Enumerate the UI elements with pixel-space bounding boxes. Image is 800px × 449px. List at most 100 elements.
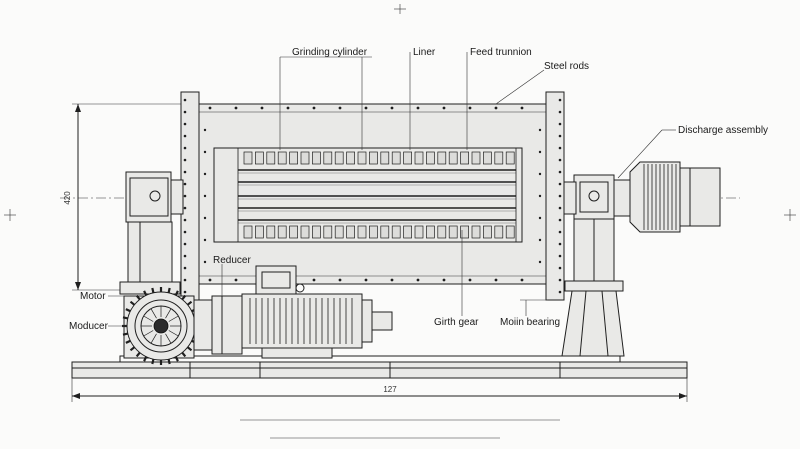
shell-bolt xyxy=(203,150,207,154)
liner-plate xyxy=(255,151,264,165)
left-flange xyxy=(180,91,200,301)
liner-plate xyxy=(277,151,287,165)
flange-bolt xyxy=(183,98,187,102)
gear-tooth xyxy=(129,346,136,352)
label-steel-rods: Steel rods xyxy=(544,61,589,72)
gear-spoke xyxy=(165,308,172,319)
base-frame xyxy=(71,355,688,379)
flange-bolt xyxy=(558,206,562,210)
shell-bolt xyxy=(390,278,394,282)
flange-bolt xyxy=(558,230,562,234)
label-grinding-cylinder: Grinding cylinder xyxy=(292,47,368,58)
liner-plate xyxy=(357,151,367,165)
liner-plate xyxy=(414,225,424,239)
flange-bolt xyxy=(183,206,187,210)
shell-bolt xyxy=(538,194,542,198)
width-dimension-value: 127 xyxy=(383,385,397,394)
reducer xyxy=(122,287,243,365)
liner-plate xyxy=(460,225,469,239)
flange-bolt xyxy=(183,266,187,270)
liner-plate xyxy=(243,151,253,165)
liner-plate xyxy=(505,151,515,165)
shell-bolt xyxy=(312,278,316,282)
gear-tooth xyxy=(151,287,155,294)
shell-bolt xyxy=(364,106,368,110)
gear-tooth xyxy=(143,356,148,362)
gear-spoke xyxy=(150,333,157,344)
label-main-bearing: Moiin bearing xyxy=(500,317,560,328)
flange-bolt xyxy=(183,278,187,282)
shell-bolt xyxy=(260,106,264,110)
label-girth-gear: Girth gear xyxy=(434,317,479,328)
label-feed-trunnion: Feed trunnion xyxy=(470,47,532,58)
shell-bolt xyxy=(442,106,446,110)
label-moducer: Moducer xyxy=(69,321,109,332)
liner-plate xyxy=(346,151,355,165)
liner-plate xyxy=(334,225,344,239)
gear-spoke xyxy=(143,315,154,322)
gear-tooth xyxy=(174,290,179,296)
liner-plate xyxy=(300,225,310,239)
liner-plate xyxy=(312,151,321,165)
gear-tooth xyxy=(122,332,129,336)
gear-spoke xyxy=(168,330,179,337)
shell-bolt xyxy=(494,278,498,282)
shell-bolt xyxy=(203,260,207,264)
liner-plate xyxy=(277,225,287,239)
liner-plate xyxy=(403,151,412,165)
motor xyxy=(241,265,393,359)
liner-plate xyxy=(426,151,435,165)
label-reducer: Reducer xyxy=(213,255,251,266)
flange-bolt xyxy=(183,254,187,258)
liner-plate xyxy=(414,151,424,165)
shell-bolt xyxy=(312,106,316,110)
shell-bolt xyxy=(538,128,542,132)
liner-plate xyxy=(266,151,276,165)
liner-plate xyxy=(380,151,390,165)
flange-bolt xyxy=(558,218,562,222)
width-dimension: 127 xyxy=(71,378,688,439)
liner-plate xyxy=(346,225,355,239)
flange-bolt xyxy=(183,290,187,294)
label-liner: Liner xyxy=(413,47,436,58)
shell-bolt xyxy=(520,278,524,282)
shell-bolt xyxy=(203,216,207,220)
shell-bolt xyxy=(538,150,542,154)
liner-plate xyxy=(243,225,253,239)
liner-plate xyxy=(437,225,447,239)
liner-plate xyxy=(391,151,401,165)
flange-bolt xyxy=(558,98,562,102)
gear-tooth xyxy=(125,308,131,313)
flange-bolt xyxy=(558,290,562,294)
flange-bolt xyxy=(558,182,562,186)
gear-tooth xyxy=(181,351,187,358)
main-bearing xyxy=(561,174,625,357)
liner-plate xyxy=(289,225,298,239)
gear-tooth xyxy=(186,346,193,352)
liner-plate xyxy=(369,225,378,239)
liner-plate xyxy=(334,151,344,165)
flange-bolt xyxy=(183,134,187,138)
label-motor: Motor xyxy=(80,291,106,302)
flange-bolt xyxy=(558,146,562,150)
shell-bolt xyxy=(520,106,524,110)
discharge-assembly xyxy=(613,161,721,233)
shell-bolt xyxy=(338,106,342,110)
flange-bolt xyxy=(558,266,562,270)
liner-plate xyxy=(369,151,378,165)
shell-bolt xyxy=(442,278,446,282)
shell-bolt xyxy=(538,172,542,176)
shell-bolt xyxy=(364,278,368,282)
feed-trunnion-bearing xyxy=(119,171,184,295)
shell-bolt xyxy=(338,278,342,282)
flange-bolt xyxy=(558,242,562,246)
shell-bolt xyxy=(468,106,472,110)
liner-plate xyxy=(448,151,458,165)
height-dimension-value: 420 xyxy=(63,191,72,205)
gear-tooth xyxy=(151,358,155,365)
shell-bolt xyxy=(203,194,207,198)
flange-bolt xyxy=(558,110,562,114)
gear-tooth xyxy=(174,356,179,362)
flange-bolt xyxy=(558,134,562,138)
